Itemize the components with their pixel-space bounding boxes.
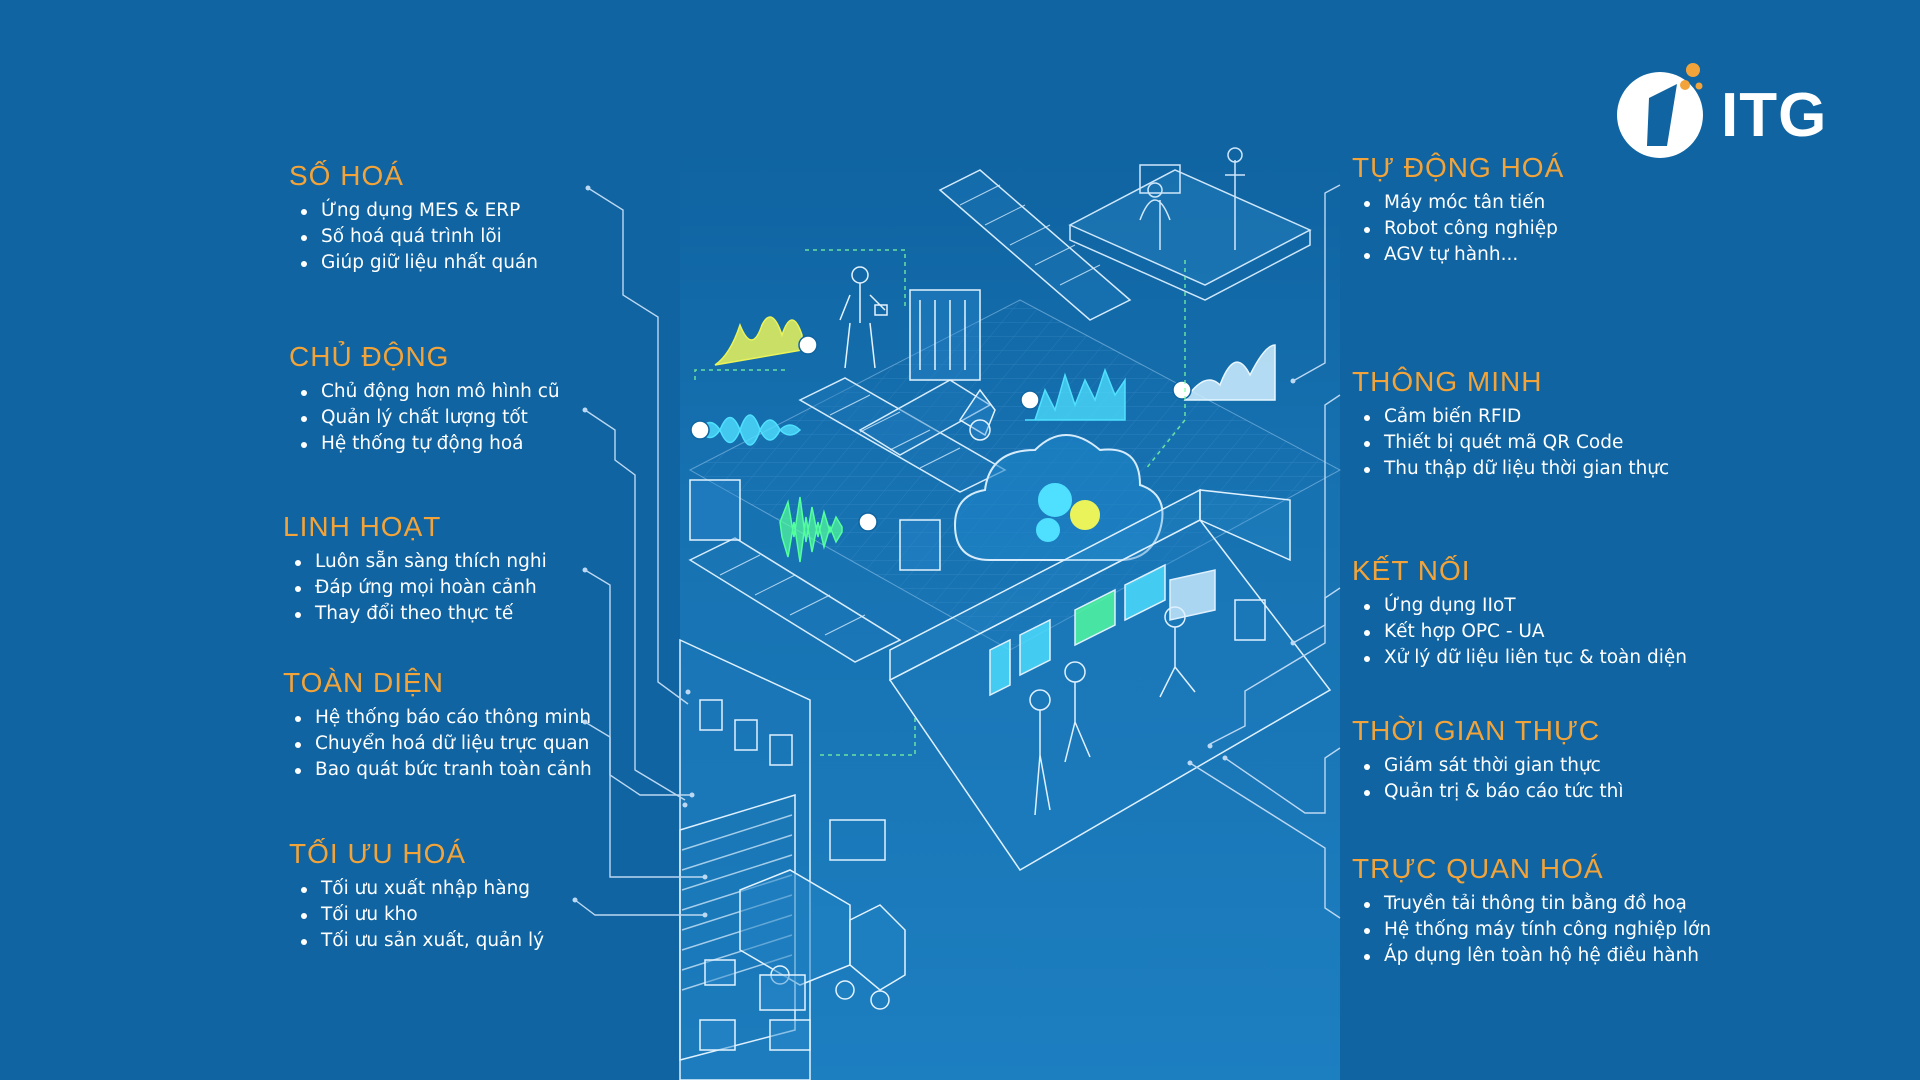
conveyor-slats	[719, 184, 1101, 636]
list-item: AGV tự hành...	[1363, 242, 1564, 268]
section-so-hoa: SỐ HOÁ Ứng dụng MES & ERP Số hoá quá trì…	[289, 160, 538, 276]
section-chu-dong: CHỦ ĐỘNG Chủ động hơn mô hình cũ Quản lý…	[289, 341, 560, 457]
list-item: Áp dụng lên toàn hộ hệ điều hành	[1363, 943, 1711, 969]
section-title: TOÀN DIỆN	[283, 667, 444, 698]
section-title: TỰ ĐỘNG HOÁ	[1352, 152, 1565, 183]
list-item: Chuyển hoá dữ liệu trực quan	[295, 731, 592, 757]
list-item: Tối ưu sản xuất, quản lý	[300, 928, 544, 954]
section-list: Hệ thống báo cáo thông minh Chuyển hoá d…	[283, 705, 592, 783]
section-list: Cảm biến RFID Thiết bị quét mã QR Code T…	[1352, 404, 1669, 482]
section-title: LINH HOẠT	[283, 511, 442, 542]
itg-logo-mark	[1617, 63, 1703, 158]
data-paths	[694, 249, 1186, 756]
list-item: Tối ưu xuất nhập hàng	[300, 876, 544, 902]
section-list: Máy móc tân tiến Robot công nghiệp AGV t…	[1352, 190, 1564, 268]
rfid-panel	[829, 819, 886, 861]
section-title: TỐI ƯU HOÁ	[289, 838, 467, 869]
list-item: Luôn sẵn sàng thích nghi	[295, 549, 547, 575]
section-list: Giám sát thời gian thực Quản trị & báo c…	[1352, 753, 1624, 805]
section-toan-dien: TOÀN DIỆN Hệ thống báo cáo thông minh Ch…	[283, 667, 592, 783]
list-item: Thiết bị quét mã QR Code	[1363, 430, 1669, 456]
section-thong-minh: THÔNG MINH Cảm biến RFID Thiết bị quét m…	[1352, 366, 1669, 482]
section-title: TRỰC QUAN HOÁ	[1352, 853, 1604, 884]
section-list: Truyền tải thông tin bằng đồ hoạ Hệ thốn…	[1352, 891, 1711, 969]
section-title: CHỦ ĐỘNG	[289, 341, 450, 372]
list-item: Đáp ứng mọi hoàn cảnh	[295, 575, 547, 601]
list-item: Bao quát bức tranh toàn cảnh	[295, 757, 592, 783]
section-list: Ứng dụng MES & ERP Số hoá quá trình lõi …	[289, 198, 538, 276]
worker-figure	[839, 266, 888, 369]
list-item: Hệ thống báo cáo thông minh	[295, 705, 592, 731]
section-thoi-gian-thuc: THỜI GIAN THỰC Giám sát thời gian thực Q…	[1352, 715, 1624, 805]
list-item: Số hoá quá trình lõi	[300, 224, 538, 250]
list-item: Xử lý dữ liệu liên tục & toàn diện	[1364, 645, 1687, 671]
list-item: Máy móc tân tiến	[1363, 190, 1564, 216]
wifi-sensor-icons	[690, 335, 1192, 532]
list-item: Quản trị & báo cáo tức thì	[1364, 779, 1624, 805]
list-item: Kết hợp OPC - UA	[1364, 619, 1687, 645]
section-title: SỐ HOÁ	[289, 160, 404, 191]
section-toi-uu-hoa: TỐI ƯU HOÁ Tối ưu xuất nhập hàng Tối ưu …	[289, 838, 544, 954]
section-ket-noi: KẾT NỐI Ứng dụng IIoT Kết hợp OPC - UA X…	[1352, 555, 1687, 671]
section-linh-hoat: LINH HOẠT Luôn sẵn sàng thích nghi Đáp ứ…	[283, 511, 547, 627]
list-item: Thu thập dữ liệu thời gian thực	[1363, 456, 1669, 482]
cloud-gears	[953, 434, 1164, 561]
itg-logo: ITG	[1615, 60, 1835, 170]
section-list: Ứng dụng IIoT Kết hợp OPC - UA Xử lý dữ …	[1352, 593, 1687, 671]
list-item: Hệ thống máy tính công nghiệp lớn	[1363, 917, 1711, 943]
list-item: Thay đổi theo thực tế	[295, 601, 547, 627]
list-item: Tối ưu kho	[300, 902, 544, 928]
list-item: Quản lý chất lượng tốt	[301, 405, 560, 431]
list-item: Robot công nghiệp	[1363, 216, 1564, 242]
section-title: KẾT NỐI	[1352, 555, 1471, 586]
conveyor-lines	[688, 169, 1132, 663]
list-item: Chủ động hơn mô hình cũ	[301, 379, 560, 405]
robot-machines	[689, 289, 996, 571]
section-truc-quan-hoa: TRỰC QUAN HOÁ Truyền tải thông tin bằng …	[1352, 853, 1711, 969]
warehouse-dock	[679, 638, 811, 1080]
list-item: Ứng dụng IIoT	[1364, 593, 1687, 619]
list-item: Ứng dụng MES & ERP	[300, 198, 538, 224]
list-item: Giám sát thời gian thực	[1364, 753, 1624, 779]
itg-logo-text: ITG	[1721, 81, 1828, 150]
list-item: Cảm biến RFID	[1363, 404, 1669, 430]
list-item: Hệ thống tự động hoá	[301, 431, 560, 457]
section-list: Tối ưu xuất nhập hàng Tối ưu kho Tối ưu …	[289, 876, 544, 954]
section-title: THỜI GIAN THỰC	[1352, 715, 1601, 746]
pallets-forklift	[699, 959, 811, 1051]
list-item: Truyền tải thông tin bằng đồ hoạ	[1363, 891, 1711, 917]
signal-waves	[699, 316, 1276, 563]
section-tu-dong-hoa: TỰ ĐỘNG HOÁ Máy móc tân tiến Robot công …	[1352, 152, 1564, 268]
section-title: THÔNG MINH	[1352, 366, 1543, 397]
list-item: Giúp giữ liệu nhất quán	[300, 250, 538, 276]
section-list: Chủ động hơn mô hình cũ Quản lý chất lượ…	[289, 379, 560, 457]
section-list: Luôn sẵn sàng thích nghi Đáp ứng mọi hoà…	[283, 549, 547, 627]
